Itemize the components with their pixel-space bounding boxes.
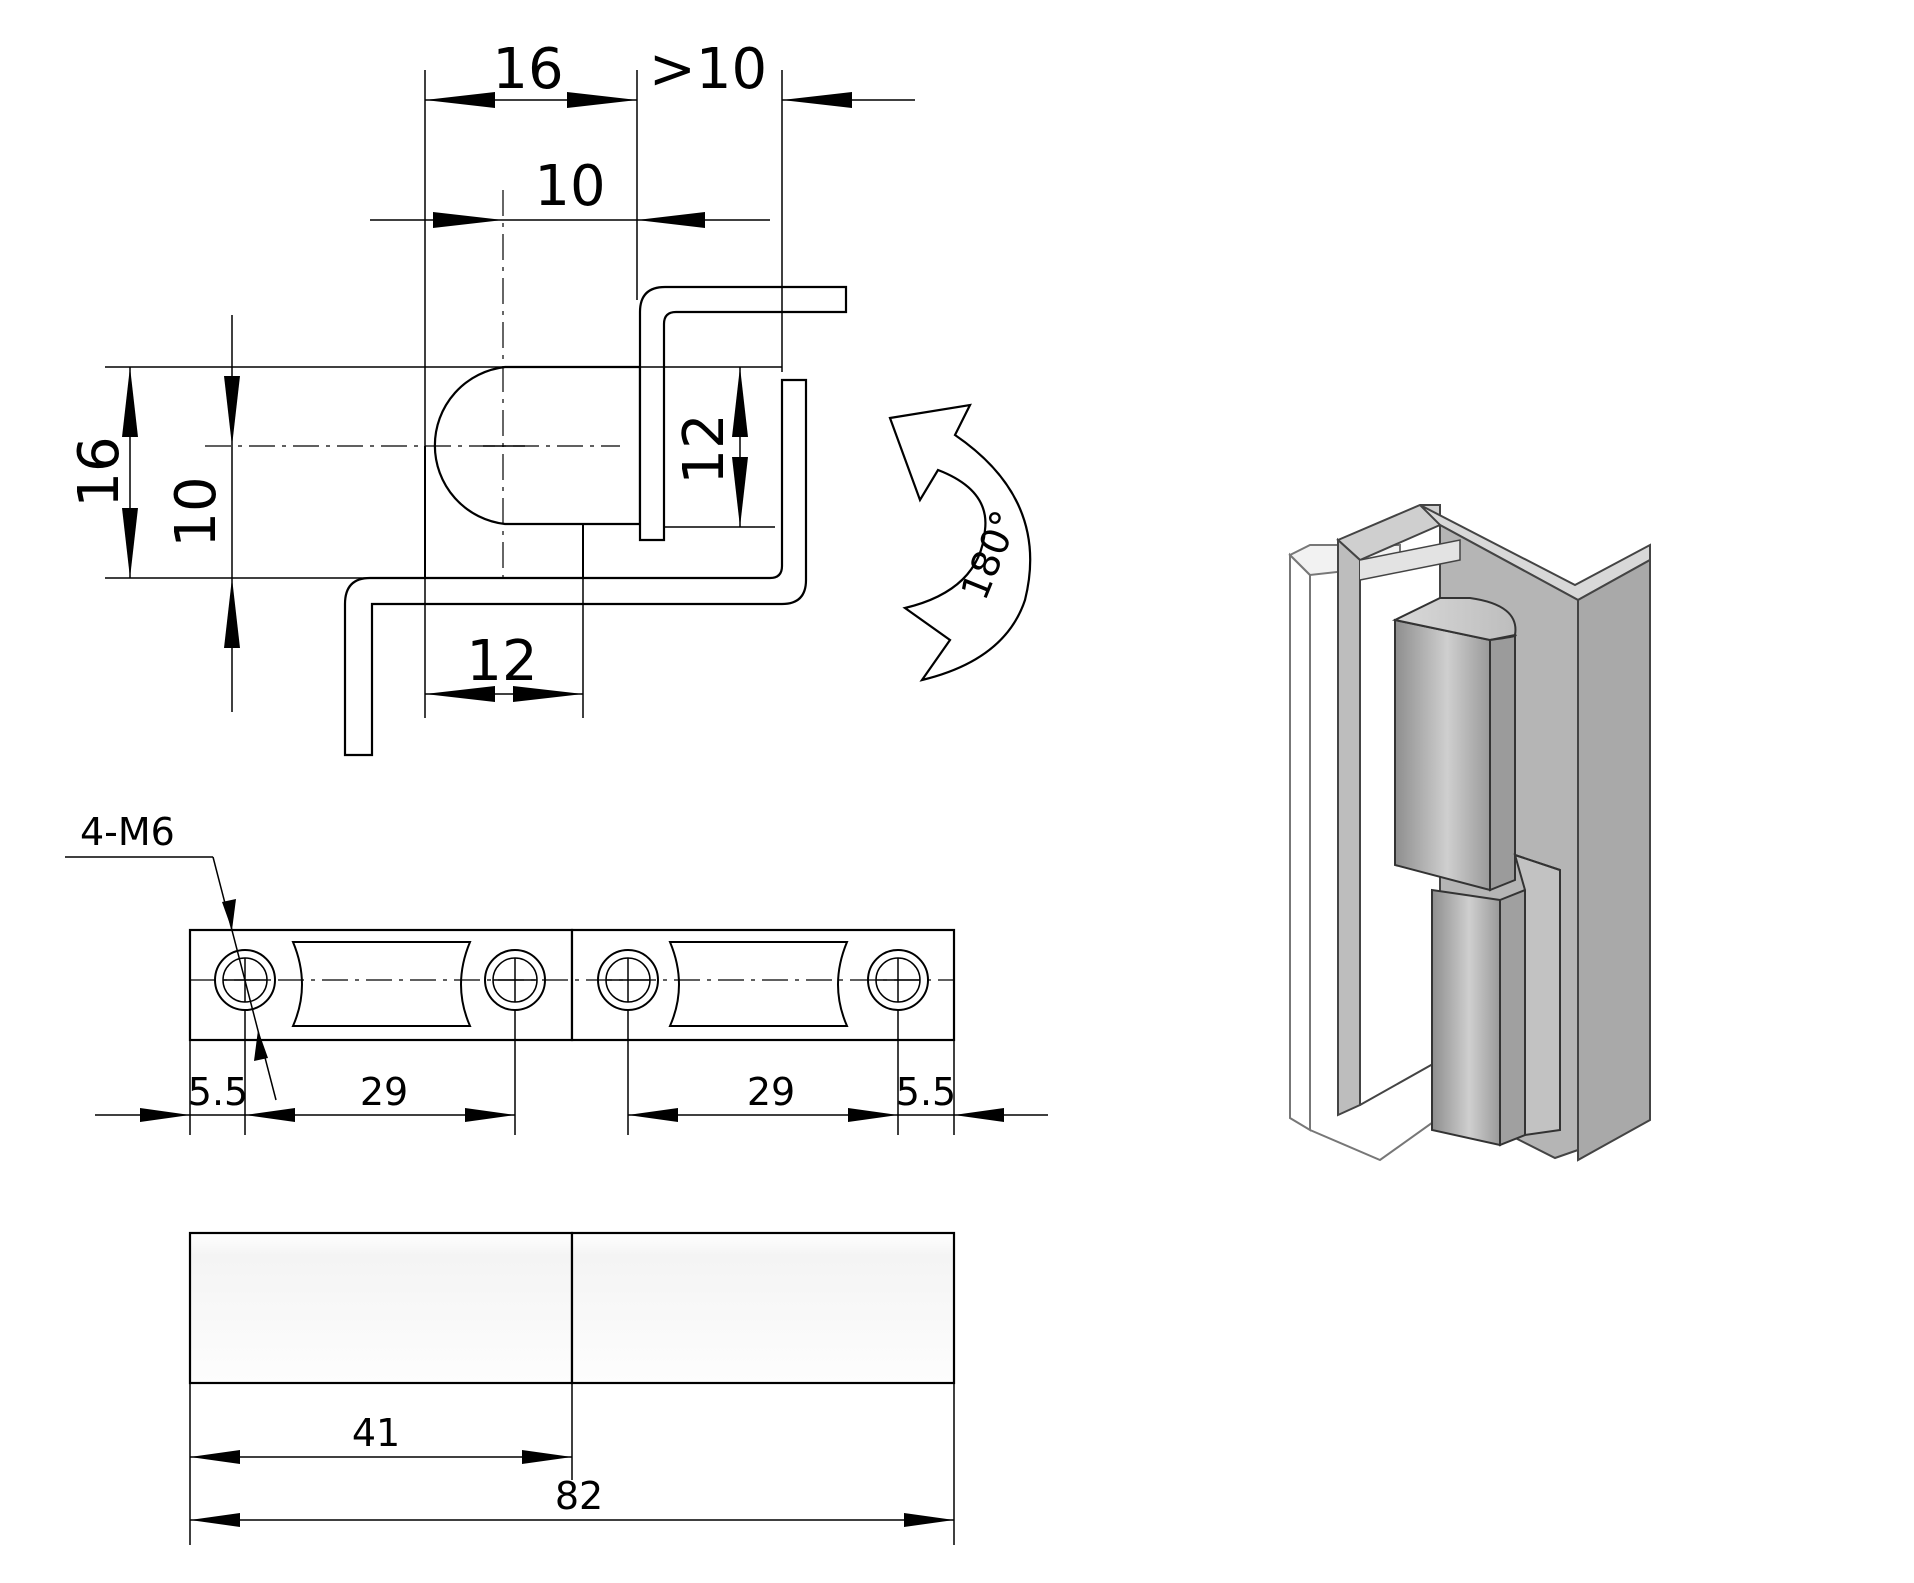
arrowhead: [732, 457, 748, 527]
arrowhead: [433, 212, 503, 228]
arrowhead: [637, 212, 705, 228]
arrowhead: [628, 1108, 678, 1122]
dim-text-82: 82: [555, 1474, 603, 1518]
rotation-arrow-icon: [888, 403, 1032, 682]
left-slot: [291, 941, 472, 1027]
arrowhead: [222, 899, 236, 930]
arrowhead: [122, 508, 138, 578]
lower-leaf-profile: [343, 378, 808, 757]
isometric-hinge-illustration: [1288, 504, 1651, 1162]
dim-text-16-v: 16: [67, 436, 132, 507]
dim-text-41: 41: [352, 1411, 400, 1455]
dim-text-29-left: 29: [360, 1070, 408, 1114]
arrowhead: [904, 1513, 954, 1527]
arrowhead: [567, 92, 637, 108]
callout-leader: [212, 856, 277, 1101]
dim-text-29-right: 29: [747, 1070, 795, 1114]
upper-leaf-profile: [638, 285, 848, 542]
arrowhead: [425, 92, 495, 108]
arrowhead: [954, 1108, 1004, 1122]
arrowhead: [254, 1030, 268, 1061]
dim-text-12-bottom: 12: [466, 629, 537, 694]
arrowhead: [224, 578, 240, 648]
front-view: 41 82: [188, 1231, 956, 1545]
arrowhead: [522, 1450, 572, 1464]
arrowhead: [513, 686, 583, 702]
arrowhead: [782, 92, 852, 108]
dim-text-10-h: 10: [534, 154, 605, 219]
side-view: 4-M6 5.5 29 29 5.5: [65, 810, 1048, 1135]
dim-text-gt10: >10: [649, 37, 767, 102]
right-barrel: [570, 1231, 956, 1385]
arrowhead: [190, 1513, 240, 1527]
arrowhead: [190, 1450, 240, 1464]
top-view: 16 >10 10 16 10 12 12 180°: [67, 37, 1032, 757]
arrowhead: [224, 376, 240, 446]
right-slot: [668, 941, 849, 1027]
dim-text-16-h: 16: [492, 37, 563, 102]
dim-text-5-5-left: 5.5: [188, 1070, 248, 1114]
arrowhead: [245, 1108, 295, 1122]
thread-callout-text: 4-M6: [80, 810, 175, 854]
arrowhead: [465, 1108, 515, 1122]
arrowhead: [848, 1108, 898, 1122]
left-plate: [188, 928, 574, 1042]
dim-text-12-v: 12: [672, 413, 737, 484]
arrowhead: [425, 686, 495, 702]
arrowhead: [732, 367, 748, 437]
left-barrel: [188, 1231, 574, 1385]
dim-text-10-v: 10: [164, 476, 229, 547]
right-plate: [570, 928, 956, 1042]
dim-text-5-5-right: 5.5: [896, 1070, 956, 1114]
knuckle-base-outline: [424, 446, 584, 578]
arrowhead: [122, 367, 138, 437]
arrowhead: [140, 1108, 190, 1122]
